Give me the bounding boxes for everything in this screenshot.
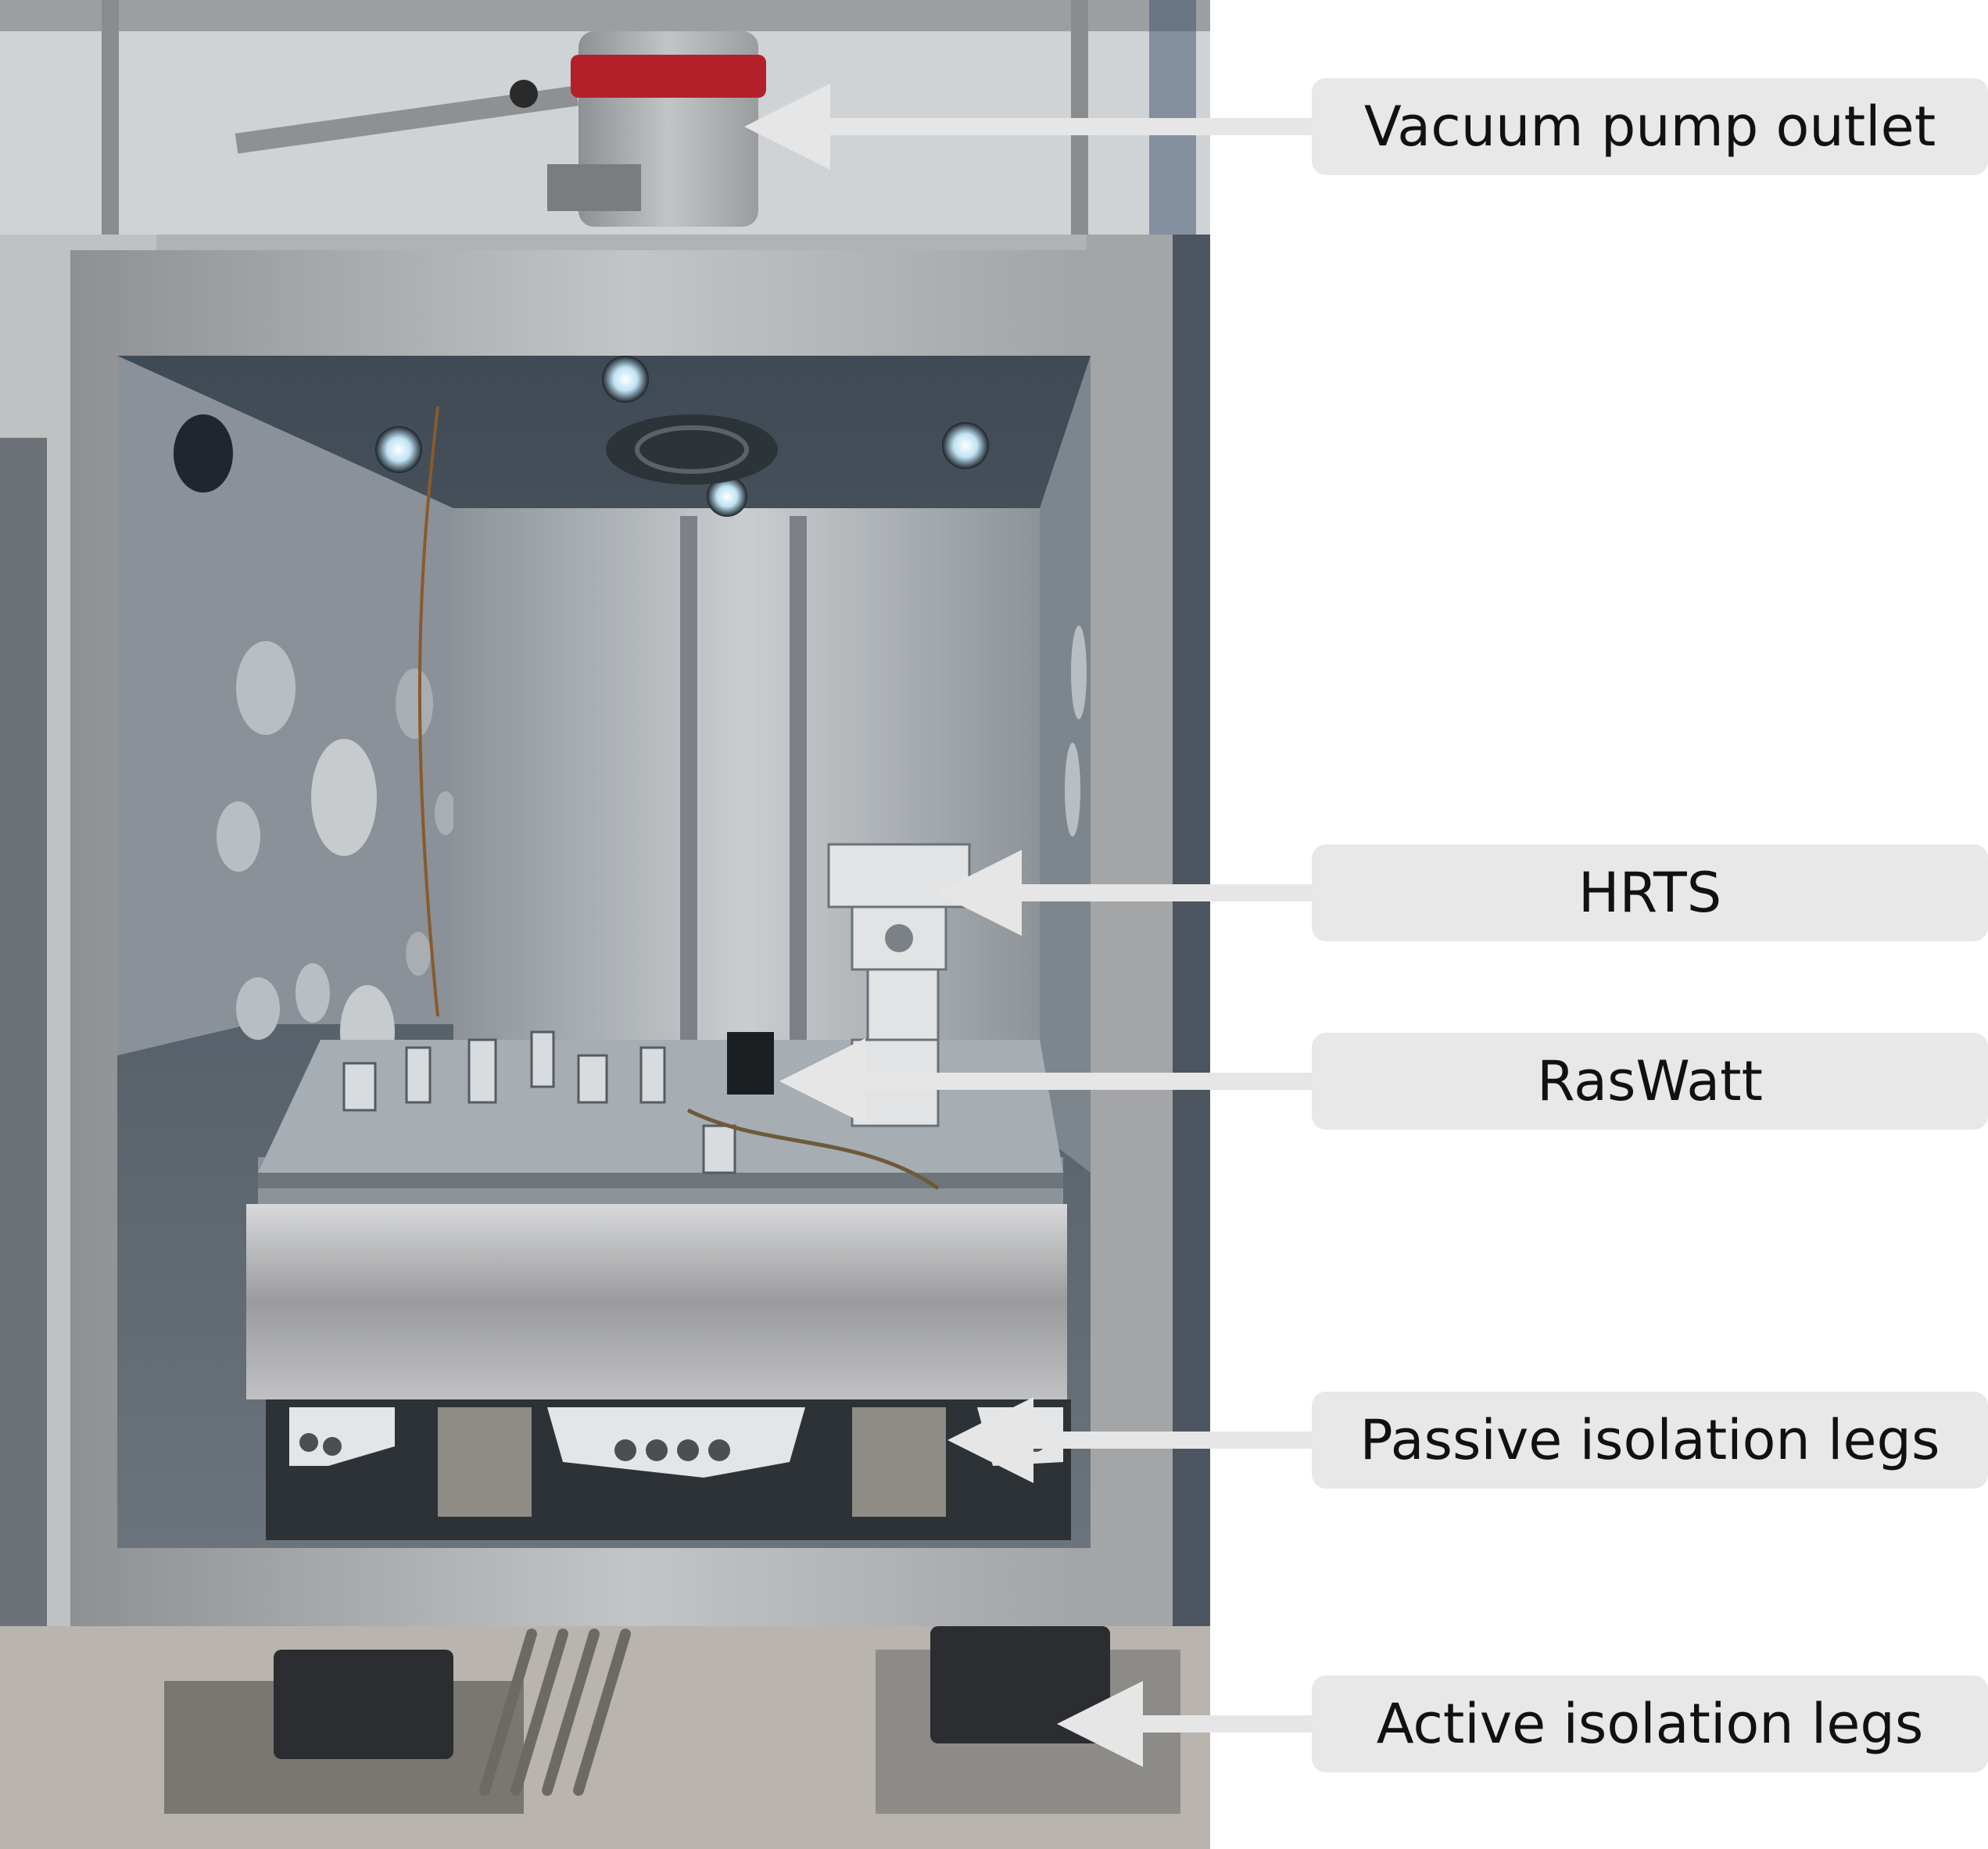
label-hrts: HRTS [1312, 844, 1988, 941]
vacuum-chamber-photo [0, 0, 1210, 1849]
label-text: Vacuum pump outlet [1363, 95, 1936, 159]
label-text: Active isolation legs [1376, 1692, 1924, 1756]
label-vacuum-pump-outlet: Vacuum pump outlet [1312, 78, 1988, 175]
label-text: Passive isolation legs [1359, 1408, 1940, 1472]
label-raswatt: RasWatt [1312, 1033, 1988, 1130]
label-passive-isolation-legs: Passive isolation legs [1312, 1392, 1988, 1489]
label-text: HRTS [1578, 861, 1722, 925]
label-active-isolation-legs: Active isolation legs [1312, 1675, 1988, 1772]
label-text: RasWatt [1537, 1049, 1763, 1113]
